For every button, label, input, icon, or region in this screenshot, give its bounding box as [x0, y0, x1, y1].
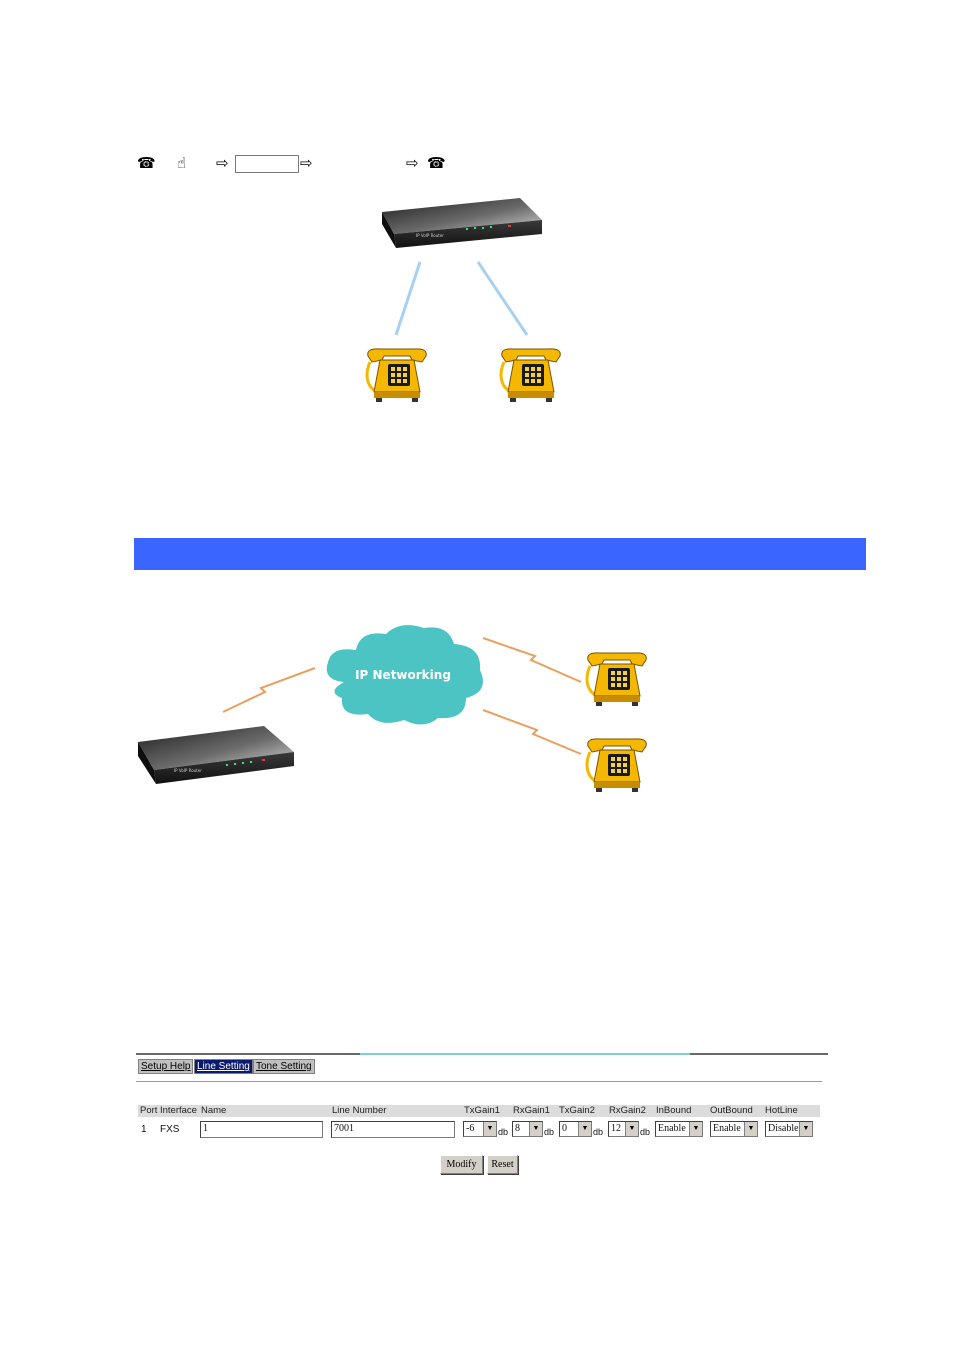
col-txgain2: TxGain2	[559, 1105, 595, 1116]
telephone-icon	[365, 348, 427, 402]
chevron-down-icon: ▼	[483, 1122, 496, 1136]
inbound-select[interactable]: Enable ▼	[655, 1121, 703, 1137]
name-input[interactable]: 1	[200, 1121, 323, 1138]
finger-dial-icon: ☝	[177, 154, 187, 172]
arrow-right-icon: ⇨	[216, 154, 229, 172]
col-interface: Interface	[160, 1105, 197, 1116]
chevron-down-icon: ▼	[625, 1122, 638, 1136]
inbound-value: Enable	[658, 1123, 686, 1134]
ui-top-rule-accent	[360, 1053, 690, 1055]
outbound-select[interactable]: Enable ▼	[710, 1121, 758, 1137]
col-txgain1: TxGain1	[464, 1105, 500, 1116]
telephone-icon	[585, 738, 647, 792]
rxgain2-value: 12	[611, 1123, 621, 1134]
connection-lines	[394, 261, 529, 336]
unit-db: db	[498, 1127, 509, 1137]
tab-line-setting[interactable]: Line Setting	[194, 1059, 253, 1074]
table-header-row	[138, 1105, 820, 1117]
voip-router-image: IP VoIP Router	[138, 726, 294, 784]
txgain2-select[interactable]: 0 ▼	[559, 1121, 592, 1137]
chevron-down-icon: ▼	[578, 1122, 591, 1136]
tab-setup-help[interactable]: Setup Help	[138, 1059, 194, 1074]
flow-empty-box	[235, 155, 299, 173]
cloud-label: IP Networking	[355, 668, 451, 682]
telephone-icon: ☎	[137, 154, 156, 172]
cell-interface: FXS	[160, 1124, 180, 1135]
outbound-value: Enable	[713, 1123, 741, 1134]
rxgain1-select[interactable]: 8 ▼	[512, 1121, 543, 1137]
rxgain2-select[interactable]: 12 ▼	[608, 1121, 639, 1137]
col-inbound: InBound	[656, 1105, 692, 1116]
txgain2-value: 0	[562, 1123, 567, 1134]
txgain1-select[interactable]: -6 ▼	[463, 1121, 497, 1137]
unit-db: db	[640, 1127, 651, 1137]
col-port: Port	[140, 1105, 158, 1116]
unit-db: db	[544, 1127, 555, 1137]
telephone-icon	[585, 652, 647, 706]
hotline-select[interactable]: Disable ▼	[765, 1121, 813, 1137]
voip-router-image: IP VoIP Router	[382, 198, 542, 248]
chevron-down-icon: ▼	[744, 1122, 757, 1136]
router-label: IP VoIP Router	[416, 233, 444, 238]
tab-tone-setting[interactable]: Tone Setting	[253, 1059, 315, 1074]
wireless-links	[222, 637, 582, 755]
reset-button[interactable]: Reset	[487, 1155, 518, 1174]
col-line-number: Line Number	[332, 1105, 387, 1116]
chevron-down-icon: ▼	[689, 1122, 702, 1136]
telephone-icon: ☎	[427, 154, 446, 172]
chevron-down-icon: ▼	[799, 1122, 812, 1136]
modify-button[interactable]: Modify	[440, 1155, 483, 1174]
col-rxgain2: RxGain2	[609, 1105, 646, 1116]
ip-network-cloud: IP Networking	[326, 625, 483, 725]
arrow-right-icon: ⇨	[406, 154, 419, 172]
col-hotline: HotLine	[765, 1105, 798, 1116]
chevron-down-icon: ▼	[529, 1122, 542, 1136]
col-outbound: OutBound	[710, 1105, 753, 1116]
cell-port: 1	[141, 1124, 147, 1135]
ui-separator	[136, 1081, 822, 1082]
router-label: IP VoIP Router	[174, 768, 202, 773]
txgain1-value: -6	[466, 1123, 475, 1134]
unit-db: db	[593, 1127, 604, 1137]
telephone-icon	[499, 348, 561, 402]
line-number-input[interactable]: 7001	[331, 1121, 455, 1138]
col-rxgain1: RxGain1	[513, 1105, 550, 1116]
rxgain1-value: 8	[515, 1123, 520, 1134]
section-header-band	[134, 538, 866, 570]
hotline-value: Disable	[768, 1123, 799, 1134]
arrow-right-icon: ⇨	[300, 154, 313, 172]
col-name: Name	[201, 1105, 227, 1116]
